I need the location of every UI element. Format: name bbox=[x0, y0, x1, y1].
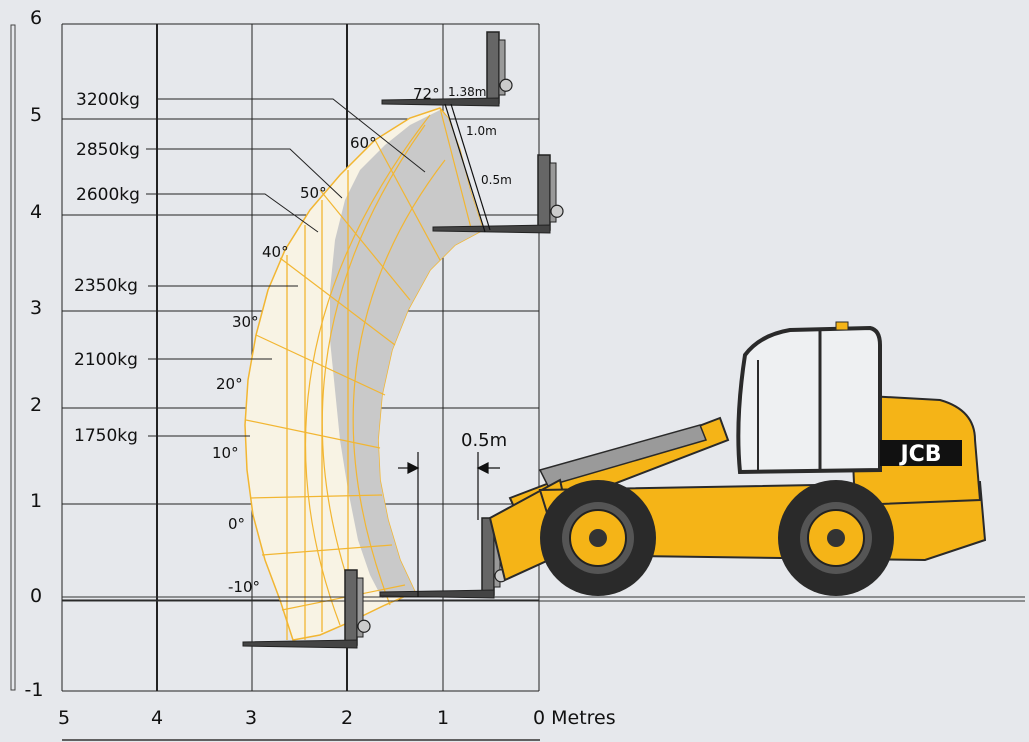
y-tick-3: 3 bbox=[30, 297, 42, 319]
lift-envelope bbox=[244, 107, 484, 641]
fork-ground bbox=[379, 517, 508, 599]
angle-label-40: 40° bbox=[262, 243, 289, 261]
angle-label-60: 60° bbox=[350, 134, 377, 152]
y-tick-0: 0 bbox=[30, 585, 42, 607]
angle-label-0: 0° bbox=[228, 515, 245, 533]
y-tick-2: 2 bbox=[30, 394, 42, 416]
x-tick-4: 4 bbox=[151, 707, 163, 729]
offset-label: 0.5m bbox=[461, 430, 507, 451]
labels: 6 5 4 3 2 1 0 -1 5 4 3 2 1 0 Metres 3200… bbox=[25, 7, 616, 729]
angle-label-30: 30° bbox=[232, 313, 259, 331]
extension-label-05: 0.5m bbox=[481, 173, 512, 187]
capacity-label-2100: 2100kg bbox=[74, 350, 138, 370]
envelope-arc-line bbox=[352, 159, 446, 606]
fork-plate bbox=[549, 162, 557, 223]
capacity-label-1750: 1750kg bbox=[74, 426, 138, 446]
y-tick-minus1: -1 bbox=[25, 679, 44, 701]
capacity-label-3200: 3200kg bbox=[76, 90, 140, 110]
capacity-label-2600: 2600kg bbox=[76, 185, 140, 205]
offset-marker bbox=[398, 452, 500, 597]
fork-tine bbox=[379, 589, 495, 599]
angle-label-20: 20° bbox=[216, 375, 243, 393]
envelope-radial-line bbox=[279, 257, 396, 346]
left-scale-bar bbox=[10, 24, 16, 691]
x-tick-1: 1 bbox=[437, 707, 449, 729]
angle-label-minus10: -10° bbox=[228, 578, 260, 596]
envelope-shaded-zone bbox=[330, 110, 483, 598]
brand-logo: JCB bbox=[898, 442, 941, 467]
fork-plate bbox=[356, 577, 364, 638]
fork-tine bbox=[432, 224, 551, 234]
extension-markers bbox=[444, 103, 491, 233]
angle-label-10: 10° bbox=[212, 444, 239, 462]
envelope-radial-line bbox=[261, 544, 393, 556]
capacity-label-2350: 2350kg bbox=[74, 276, 138, 296]
y-tick-1: 1 bbox=[30, 490, 42, 512]
envelope-radial-line bbox=[439, 107, 473, 233]
envelope-radial-line bbox=[374, 139, 441, 261]
fork-lowest bbox=[242, 569, 371, 649]
fork-carriage bbox=[486, 31, 500, 104]
extension-label-10: 1.0m bbox=[466, 124, 497, 138]
y-tick-5: 5 bbox=[30, 104, 42, 126]
capacity-leaders bbox=[146, 98, 440, 437]
envelope-arc-line bbox=[304, 114, 431, 626]
fork-tine bbox=[242, 639, 358, 649]
boom-inner-section bbox=[538, 424, 708, 487]
fork-top bbox=[381, 31, 513, 107]
fork-pin bbox=[357, 619, 371, 633]
capacity-label-2850: 2850kg bbox=[76, 140, 140, 160]
y-tick-4: 4 bbox=[30, 201, 42, 223]
x-tick-3: 3 bbox=[245, 707, 257, 729]
cab bbox=[736, 325, 882, 475]
y-tick-6: 6 bbox=[30, 7, 42, 29]
envelope-arc-line bbox=[321, 124, 426, 616]
beacon bbox=[835, 321, 849, 331]
fork-plate bbox=[498, 39, 506, 96]
x-tick-0-metres: 0 Metres bbox=[533, 707, 616, 729]
extension-label-138: 1.38m bbox=[448, 85, 486, 99]
envelope-radial-line bbox=[255, 334, 386, 396]
angle-label-50: 50° bbox=[300, 184, 327, 202]
envelope-radial-line bbox=[319, 189, 411, 301]
fork-carriage bbox=[537, 154, 551, 231]
front-wheel bbox=[540, 480, 656, 596]
fork-tine bbox=[381, 97, 500, 107]
telehandler-machine: JCB bbox=[488, 321, 987, 596]
envelope-radial-line bbox=[245, 419, 381, 449]
fork-carriage bbox=[344, 569, 358, 646]
x-tick-5: 5 bbox=[58, 707, 70, 729]
fork-mid bbox=[432, 154, 564, 234]
fork-carriages bbox=[242, 31, 564, 649]
x-tick-2: 2 bbox=[341, 707, 353, 729]
fork-pin bbox=[499, 78, 513, 92]
angle-label-72: 72° bbox=[413, 85, 440, 103]
fork-pin bbox=[550, 204, 564, 218]
brand-badge bbox=[880, 440, 962, 466]
rear-wheel bbox=[778, 480, 894, 596]
